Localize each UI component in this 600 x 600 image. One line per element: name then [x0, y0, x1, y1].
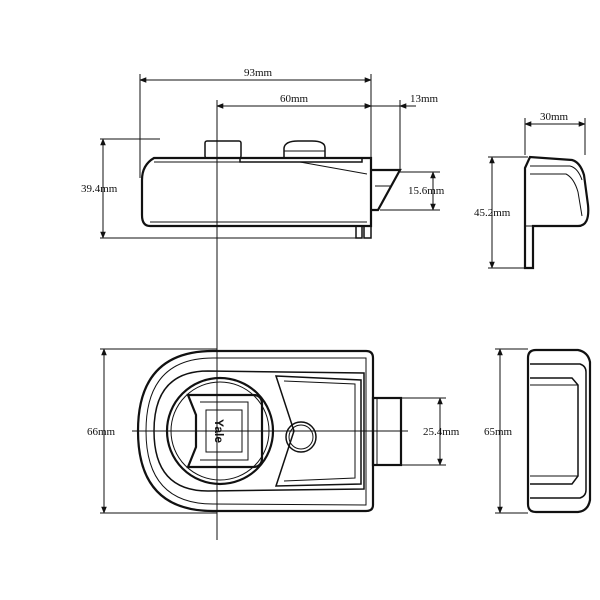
dim-label-60mm: 60mm — [280, 93, 309, 105]
end-view-top: 45.2mm — [474, 155, 590, 270]
side-view: 39.4mm 15.6mm — [81, 138, 445, 239]
dim-13mm: 13mm — [355, 93, 439, 172]
dim-label-93mm: 93mm — [244, 67, 273, 79]
front-view: 66mm Yale 25.4mm — [87, 348, 460, 514]
dim-30mm: 30mm — [524, 111, 586, 155]
dim-label-65mm: 65mm — [484, 426, 513, 438]
end-view-bottom: 65mm — [484, 348, 592, 514]
dim-label-13mm: 13mm — [410, 93, 439, 105]
dim-label-66mm: 66mm — [87, 426, 116, 438]
dim-93mm: 93mm — [139, 67, 372, 178]
dim-label-39-4mm: 39.4mm — [81, 183, 118, 195]
dim-label-45-2mm: 45.2mm — [474, 207, 511, 219]
dim-label-30mm: 30mm — [540, 111, 569, 123]
dim-60mm: 60mm — [216, 93, 372, 160]
dim-label-15-6mm: 15.6mm — [408, 185, 445, 197]
dim-label-25-4mm: 25.4mm — [423, 426, 460, 438]
